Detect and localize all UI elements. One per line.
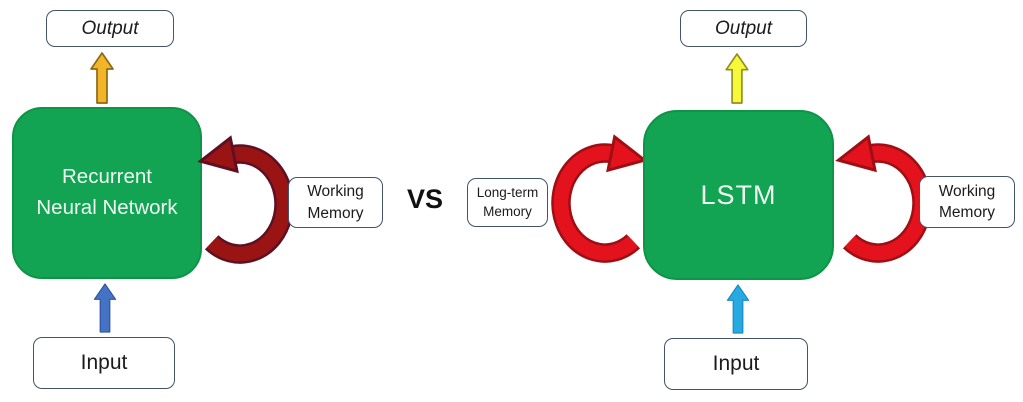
rnn-input-label: Input bbox=[80, 351, 128, 374]
lstm-working-memory-box: Working Memory bbox=[919, 176, 1015, 228]
lstm-output-label: Output bbox=[714, 17, 773, 39]
rnn-input-box: Input bbox=[33, 337, 175, 389]
rnn-recurrence-loop-arrow-icon bbox=[197, 135, 294, 264]
rnn-working-memory-box: Working Memory bbox=[288, 177, 383, 228]
lstm-input-up-arrow-icon bbox=[726, 284, 750, 334]
lstm-working-memory-line2: Memory bbox=[939, 204, 995, 221]
rnn-output-up-arrow-icon bbox=[90, 52, 114, 104]
rnn-working-memory-line1: Working bbox=[307, 183, 364, 201]
rnn-node-label-line2: Neural Network bbox=[36, 196, 178, 219]
lstm-node-label: LSTM bbox=[700, 179, 777, 210]
lstm-output-up-arrow-icon bbox=[725, 53, 749, 104]
lstm-longterm-memory-box: Long-term Memory bbox=[467, 178, 548, 227]
lstm-input-box: Input bbox=[664, 338, 808, 390]
lstm-longterm-memory-line1: Long-term bbox=[476, 184, 539, 200]
rnn-node-box: Recurrent Neural Network bbox=[12, 107, 202, 279]
lstm-output-box: Output bbox=[680, 10, 807, 47]
rnn-node-label-line1: Recurrent bbox=[61, 165, 152, 189]
lstm-node-box: LSTM bbox=[643, 110, 834, 280]
lstm-input-label: Input bbox=[712, 352, 760, 375]
lstm-working-memory-line1: Working bbox=[938, 182, 996, 200]
rnn-working-memory-line2: Memory bbox=[307, 204, 364, 222]
lstm-working-loop-arrow-icon bbox=[835, 134, 932, 263]
lstm-longterm-loop-arrow-icon bbox=[551, 134, 648, 263]
rnn-output-box: Output bbox=[46, 10, 174, 47]
rnn-output-label: Output bbox=[81, 17, 139, 39]
lstm-longterm-memory-line2: Memory bbox=[483, 203, 532, 219]
rnn-input-up-arrow-icon bbox=[93, 283, 117, 333]
versus-label: VS bbox=[406, 184, 444, 214]
